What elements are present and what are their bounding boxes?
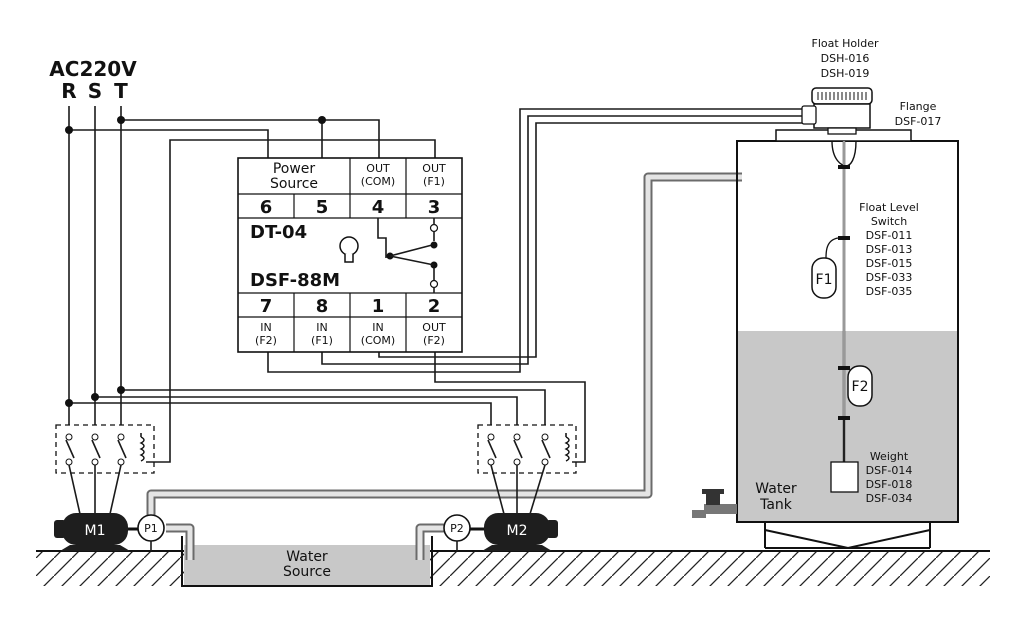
phase-r: R <box>61 79 76 103</box>
pump-p2-label: P2 <box>450 522 464 535</box>
flange-title: Flange <box>900 100 937 113</box>
part-number: DSF-88M <box>250 270 340 291</box>
float-holder-icon <box>801 87 873 135</box>
float-holder-title: Float Holder <box>812 37 879 50</box>
bulb-icon <box>339 236 359 263</box>
pump-p1: P1 <box>137 514 165 551</box>
terminal-4: 4 <box>372 197 385 218</box>
motor-m1: M1 <box>54 513 130 551</box>
float-holder-model-1: DSH-016 <box>821 52 870 65</box>
terminal-7: 7 <box>260 296 273 317</box>
ground <box>36 550 990 586</box>
float-switch-model-1: DSF-011 <box>866 229 913 242</box>
weight-model-1: DSF-014 <box>866 464 913 477</box>
pump-p1-label: P1 <box>144 522 158 535</box>
weight-title: Weight <box>870 450 909 463</box>
pipes <box>146 172 742 560</box>
pump-p2: P2 <box>443 514 471 551</box>
component-labels: Float Holder DSH-016 DSH-019 Flange DSF-… <box>812 37 942 505</box>
float-switch-model-2: DSF-013 <box>866 243 913 256</box>
float-switch-model-4: DSF-033 <box>866 271 913 284</box>
phase-t: T <box>114 79 128 103</box>
footer-out-f2: OUT(F2) <box>422 321 446 347</box>
motor-m2: M2 <box>482 513 558 551</box>
terminal-2: 2 <box>428 296 441 317</box>
weight-model-2: DSF-018 <box>866 478 913 491</box>
float-f2-label: F2 <box>852 379 869 395</box>
float-switch-model-3: DSF-015 <box>866 257 913 270</box>
float-level-switch: F1 F2 <box>811 140 873 493</box>
weight-model-3: DSF-034 <box>866 492 913 505</box>
float-f1-label: F1 <box>816 272 833 288</box>
terminal-8: 8 <box>316 296 329 317</box>
terminal-3: 3 <box>428 197 441 218</box>
motor-m2-label: M2 <box>507 523 528 539</box>
flange-model: DSF-017 <box>895 115 942 128</box>
phase-s: S <box>88 79 102 103</box>
float-switch-model-5: DSF-035 <box>866 285 913 298</box>
model-name: DT-04 <box>250 222 307 243</box>
faucet-icon <box>692 489 737 518</box>
motor-m1-label: M1 <box>85 523 106 539</box>
header-out-com: OUT(COM) <box>361 162 395 188</box>
footer-in-f1: IN(F1) <box>311 321 333 347</box>
terminal-5: 5 <box>316 197 329 218</box>
terminal-1: 1 <box>372 296 385 317</box>
header-out-f1: OUT(F1) <box>422 162 446 188</box>
contactor-1 <box>55 424 155 474</box>
footer-in-f2: IN(F2) <box>255 321 277 347</box>
footer-in-com: IN(COM) <box>361 321 395 347</box>
wires <box>65 106 810 463</box>
float-holder-model-2: DSH-019 <box>821 67 870 80</box>
relay-contact-icon <box>377 218 439 293</box>
supply-voltage: AC220V <box>49 57 137 81</box>
power-supply: AC220V R S T <box>49 57 137 103</box>
motor-leads <box>68 464 546 515</box>
terminal-6: 6 <box>260 197 273 218</box>
contactor-2 <box>477 424 577 474</box>
